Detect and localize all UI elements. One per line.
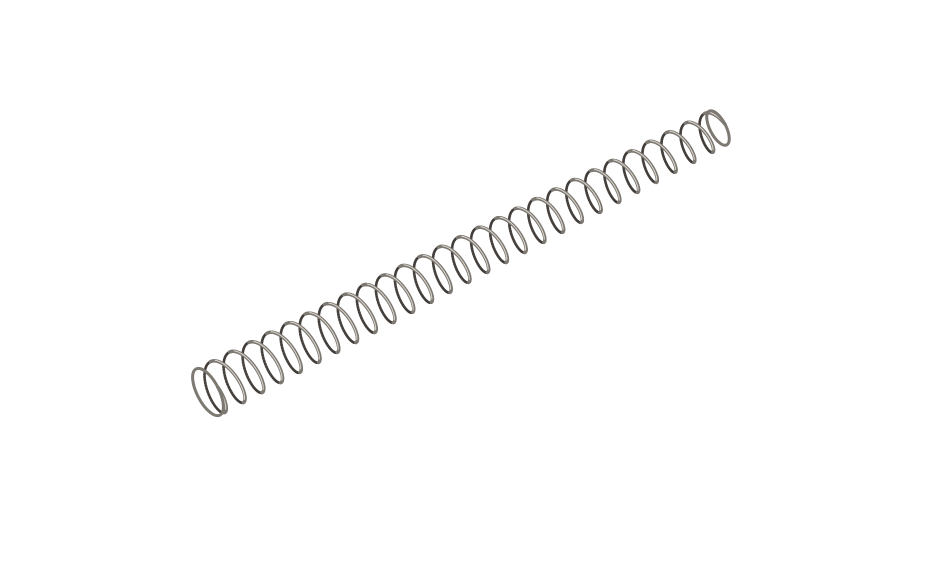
spring-highlight-segment <box>306 331 310 336</box>
spring-coil-front-segment <box>354 340 359 345</box>
spring-highlight-segment <box>227 367 231 371</box>
spring-highlight-segment <box>256 369 259 374</box>
spring-highlight-segment <box>291 345 294 350</box>
spring-coil-front-segment <box>298 370 303 375</box>
spring-coil-front-segment <box>410 309 415 314</box>
spring-highlight-segment <box>250 362 254 366</box>
spring-highlight-segment <box>268 350 272 354</box>
spring-highlight-segment <box>292 348 296 353</box>
spring-highlight-segment <box>233 373 237 378</box>
spring-highlight-segment <box>252 364 256 369</box>
spring-highlight-segment <box>289 343 293 347</box>
spring-highlight-segment <box>231 371 235 375</box>
spring-highlight-segment <box>308 334 312 338</box>
spring-far-end-ring <box>705 109 731 147</box>
spring-highlight-segment <box>273 357 277 362</box>
spring-coil-front-segment <box>241 400 246 405</box>
spring-highlight-segment <box>310 336 313 341</box>
spring-coil-front-segment <box>335 350 340 355</box>
spring-coil-front-segment <box>448 290 453 295</box>
spring-coil-front-segment <box>429 300 434 305</box>
spring-highlight-segment <box>287 341 291 345</box>
spring-front-coils <box>191 109 731 418</box>
spring-highlight-segment <box>235 376 239 381</box>
spring-coil-front-segment <box>222 410 228 415</box>
spring-highlight-segment <box>229 369 233 373</box>
spring-coil-front-segment <box>316 360 321 365</box>
spring-near-end-ring <box>191 366 225 418</box>
spring-highlight-segment <box>254 367 258 371</box>
spring-highlight-segment <box>237 379 240 383</box>
spring-highlight-segment <box>248 359 252 364</box>
spring-highlight-segment <box>271 355 275 359</box>
spring-highlight-segment <box>270 352 273 357</box>
